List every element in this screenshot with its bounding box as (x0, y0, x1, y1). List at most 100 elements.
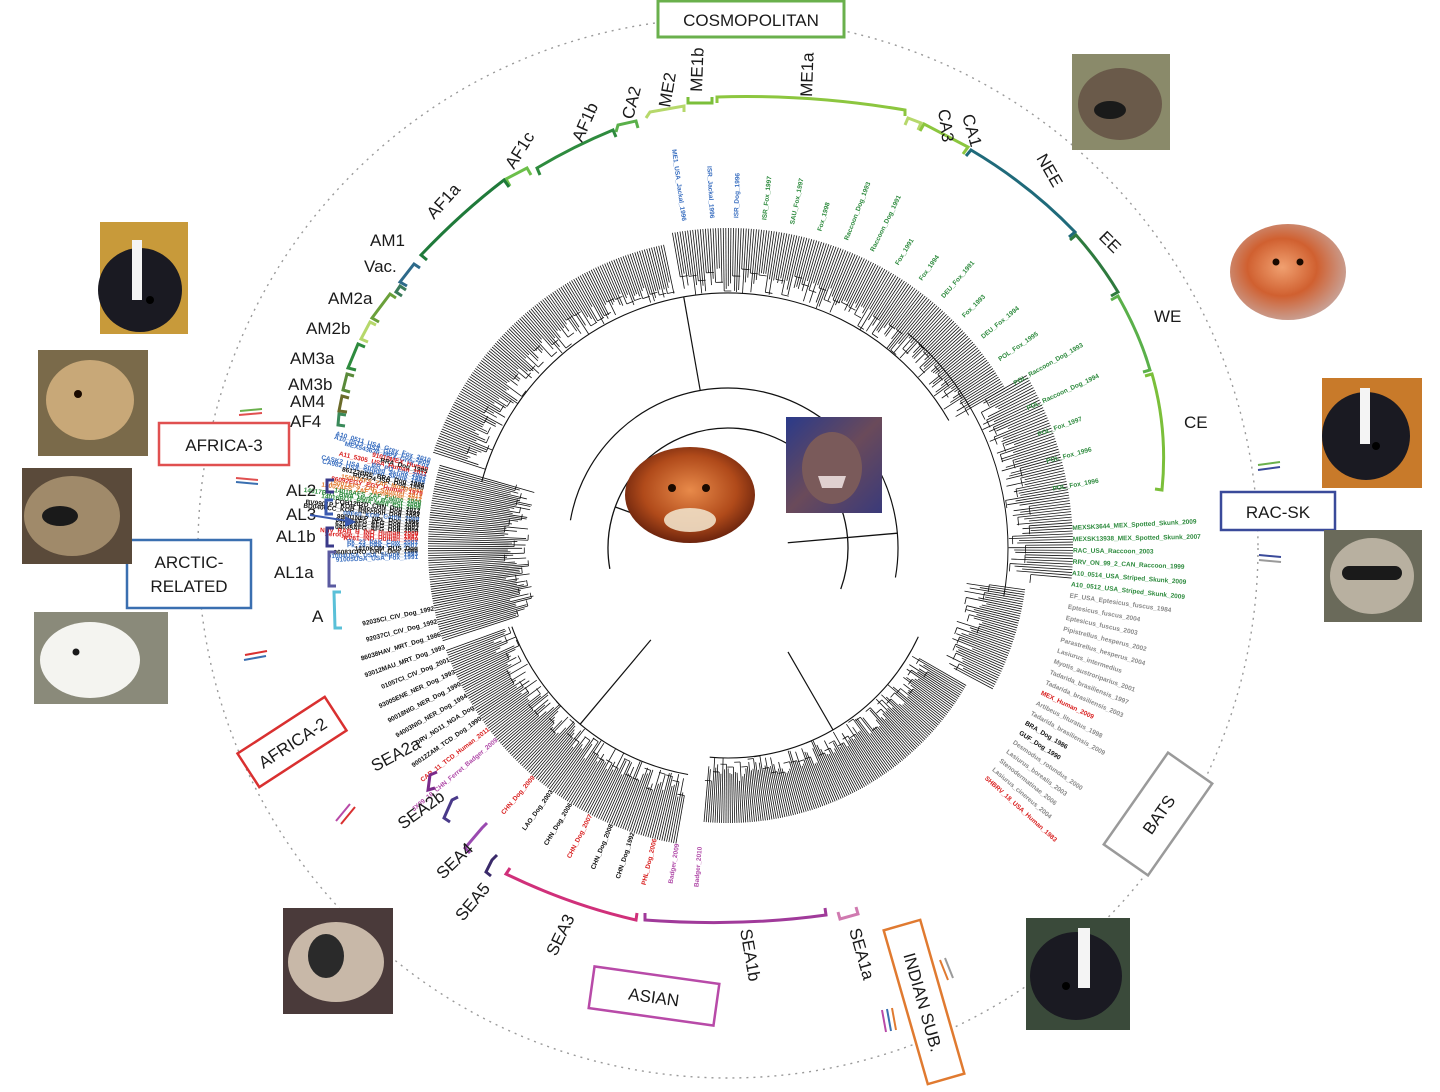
branch (435, 484, 532, 505)
branch-arc (1021, 478, 1023, 486)
branch (711, 758, 715, 823)
branch (1011, 559, 1072, 561)
tip-label: RRV_ON_99_2_CAN_Raccoon_1999 (1073, 559, 1185, 571)
branch (716, 228, 718, 269)
clade-label-am1: AM1 (370, 231, 405, 250)
tip-label: CHN_Dog_2008 (590, 823, 615, 871)
branch (1009, 463, 1062, 477)
clade-label-af1c: AF1c (501, 128, 538, 172)
branch (978, 598, 1022, 607)
branch (484, 356, 513, 379)
branch-arc (1006, 500, 1007, 508)
arctic-fox-photo (34, 612, 168, 704)
branch (625, 768, 648, 830)
clade-label-sea1a: SEA1a (845, 926, 878, 983)
bracket-sea5 (486, 855, 497, 876)
tip-label: DEU_Fox_1991 (940, 259, 976, 299)
clade-label-ee: EE (1095, 227, 1124, 256)
branch (735, 772, 737, 823)
bracket-vac (396, 286, 406, 296)
clade-label-me1a: ME1a (797, 52, 818, 98)
branch-arc (1016, 489, 1018, 497)
tip-label: RAC_USA_Raccoon_2003 (1073, 548, 1154, 556)
branch-arc (705, 780, 711, 781)
branch-arc (855, 314, 861, 318)
branch-arc (530, 593, 531, 598)
branch-arc (759, 275, 767, 276)
branch (578, 277, 604, 324)
branch (1019, 539, 1073, 540)
tip-label: CHN_Dog_1992 (615, 831, 637, 880)
bracket-ca3 (905, 118, 921, 130)
branch-arc (520, 493, 521, 499)
tip-label: POL_Fox_1996 (1046, 446, 1093, 465)
bracket-sea1a (838, 907, 858, 919)
branch (430, 515, 512, 524)
tip-label: ISR_Jackal_1996 (705, 166, 715, 219)
branch (944, 352, 981, 380)
branch (733, 228, 734, 276)
branch (439, 468, 520, 490)
box-bats: BATS (1104, 753, 1212, 876)
box-cosmopolitan: COSMOPOLITAN (658, 1, 844, 37)
bracket-ca2 (616, 121, 638, 132)
branch (497, 341, 530, 371)
branch (675, 232, 684, 288)
branch (657, 776, 672, 839)
branch (428, 534, 526, 539)
tip-label: Raccoon_Dog_1993 (843, 181, 872, 241)
branch-arc (527, 580, 528, 586)
branch (1009, 537, 1073, 539)
branch-arc (678, 794, 685, 795)
branch (1027, 562, 1073, 564)
tip-label: ISR_Dog_1996 (733, 172, 741, 218)
branch (982, 605, 1021, 614)
arctic-line-2: RELATED (150, 577, 227, 596)
branch (460, 659, 509, 684)
tip-label: SAU_Fox_1997 (789, 177, 805, 225)
ferret-badger-photo (283, 908, 393, 1014)
branch (504, 334, 539, 367)
branch-arc (487, 427, 490, 434)
branch (717, 772, 719, 823)
tip-label: Fox_1993 (961, 293, 987, 319)
branch (428, 550, 508, 551)
svg-text:COSMOPOLITAN: COSMOPOLITAN (683, 11, 819, 30)
branch (855, 264, 875, 303)
branch (967, 584, 1025, 593)
box-rac-sk: RAC-SK (1221, 492, 1335, 530)
branch (580, 640, 651, 724)
clade-label-me1b: ME1b (687, 47, 708, 92)
branch (739, 228, 742, 290)
branch-arc (518, 656, 521, 662)
branch (644, 250, 656, 291)
branch (489, 351, 517, 374)
branch (718, 228, 719, 268)
branch (1025, 555, 1073, 556)
branch (450, 642, 494, 660)
box-africa-3: AFRICA-3 (159, 423, 289, 465)
branch-arc (509, 627, 511, 633)
branch-arc (673, 780, 679, 781)
branch-arc (878, 700, 882, 704)
clade-label-ca3: CA3 (934, 108, 957, 143)
branch (589, 271, 606, 305)
branch (730, 228, 731, 283)
branch (761, 230, 766, 273)
clade-label-al1b: AL1b (276, 527, 316, 546)
branch (684, 297, 700, 391)
branch (1021, 468, 1064, 478)
branch-arc (866, 708, 870, 712)
tip-label: POL_Fox_1995 (997, 331, 1040, 363)
clade-label-am3a: AM3a (290, 349, 335, 368)
branch (742, 228, 744, 269)
tip-label: Badger_2010 (693, 846, 704, 887)
clade-label-sea2a: SEA2a (368, 734, 424, 776)
branch (737, 773, 739, 823)
raccoon-dog-photo-top-right (1072, 54, 1170, 150)
branch (429, 564, 528, 572)
bracket-nee (966, 150, 1075, 237)
bracket-am1 (400, 264, 420, 286)
branch (736, 228, 738, 292)
clade-label-al1a: AL1a (274, 563, 314, 582)
